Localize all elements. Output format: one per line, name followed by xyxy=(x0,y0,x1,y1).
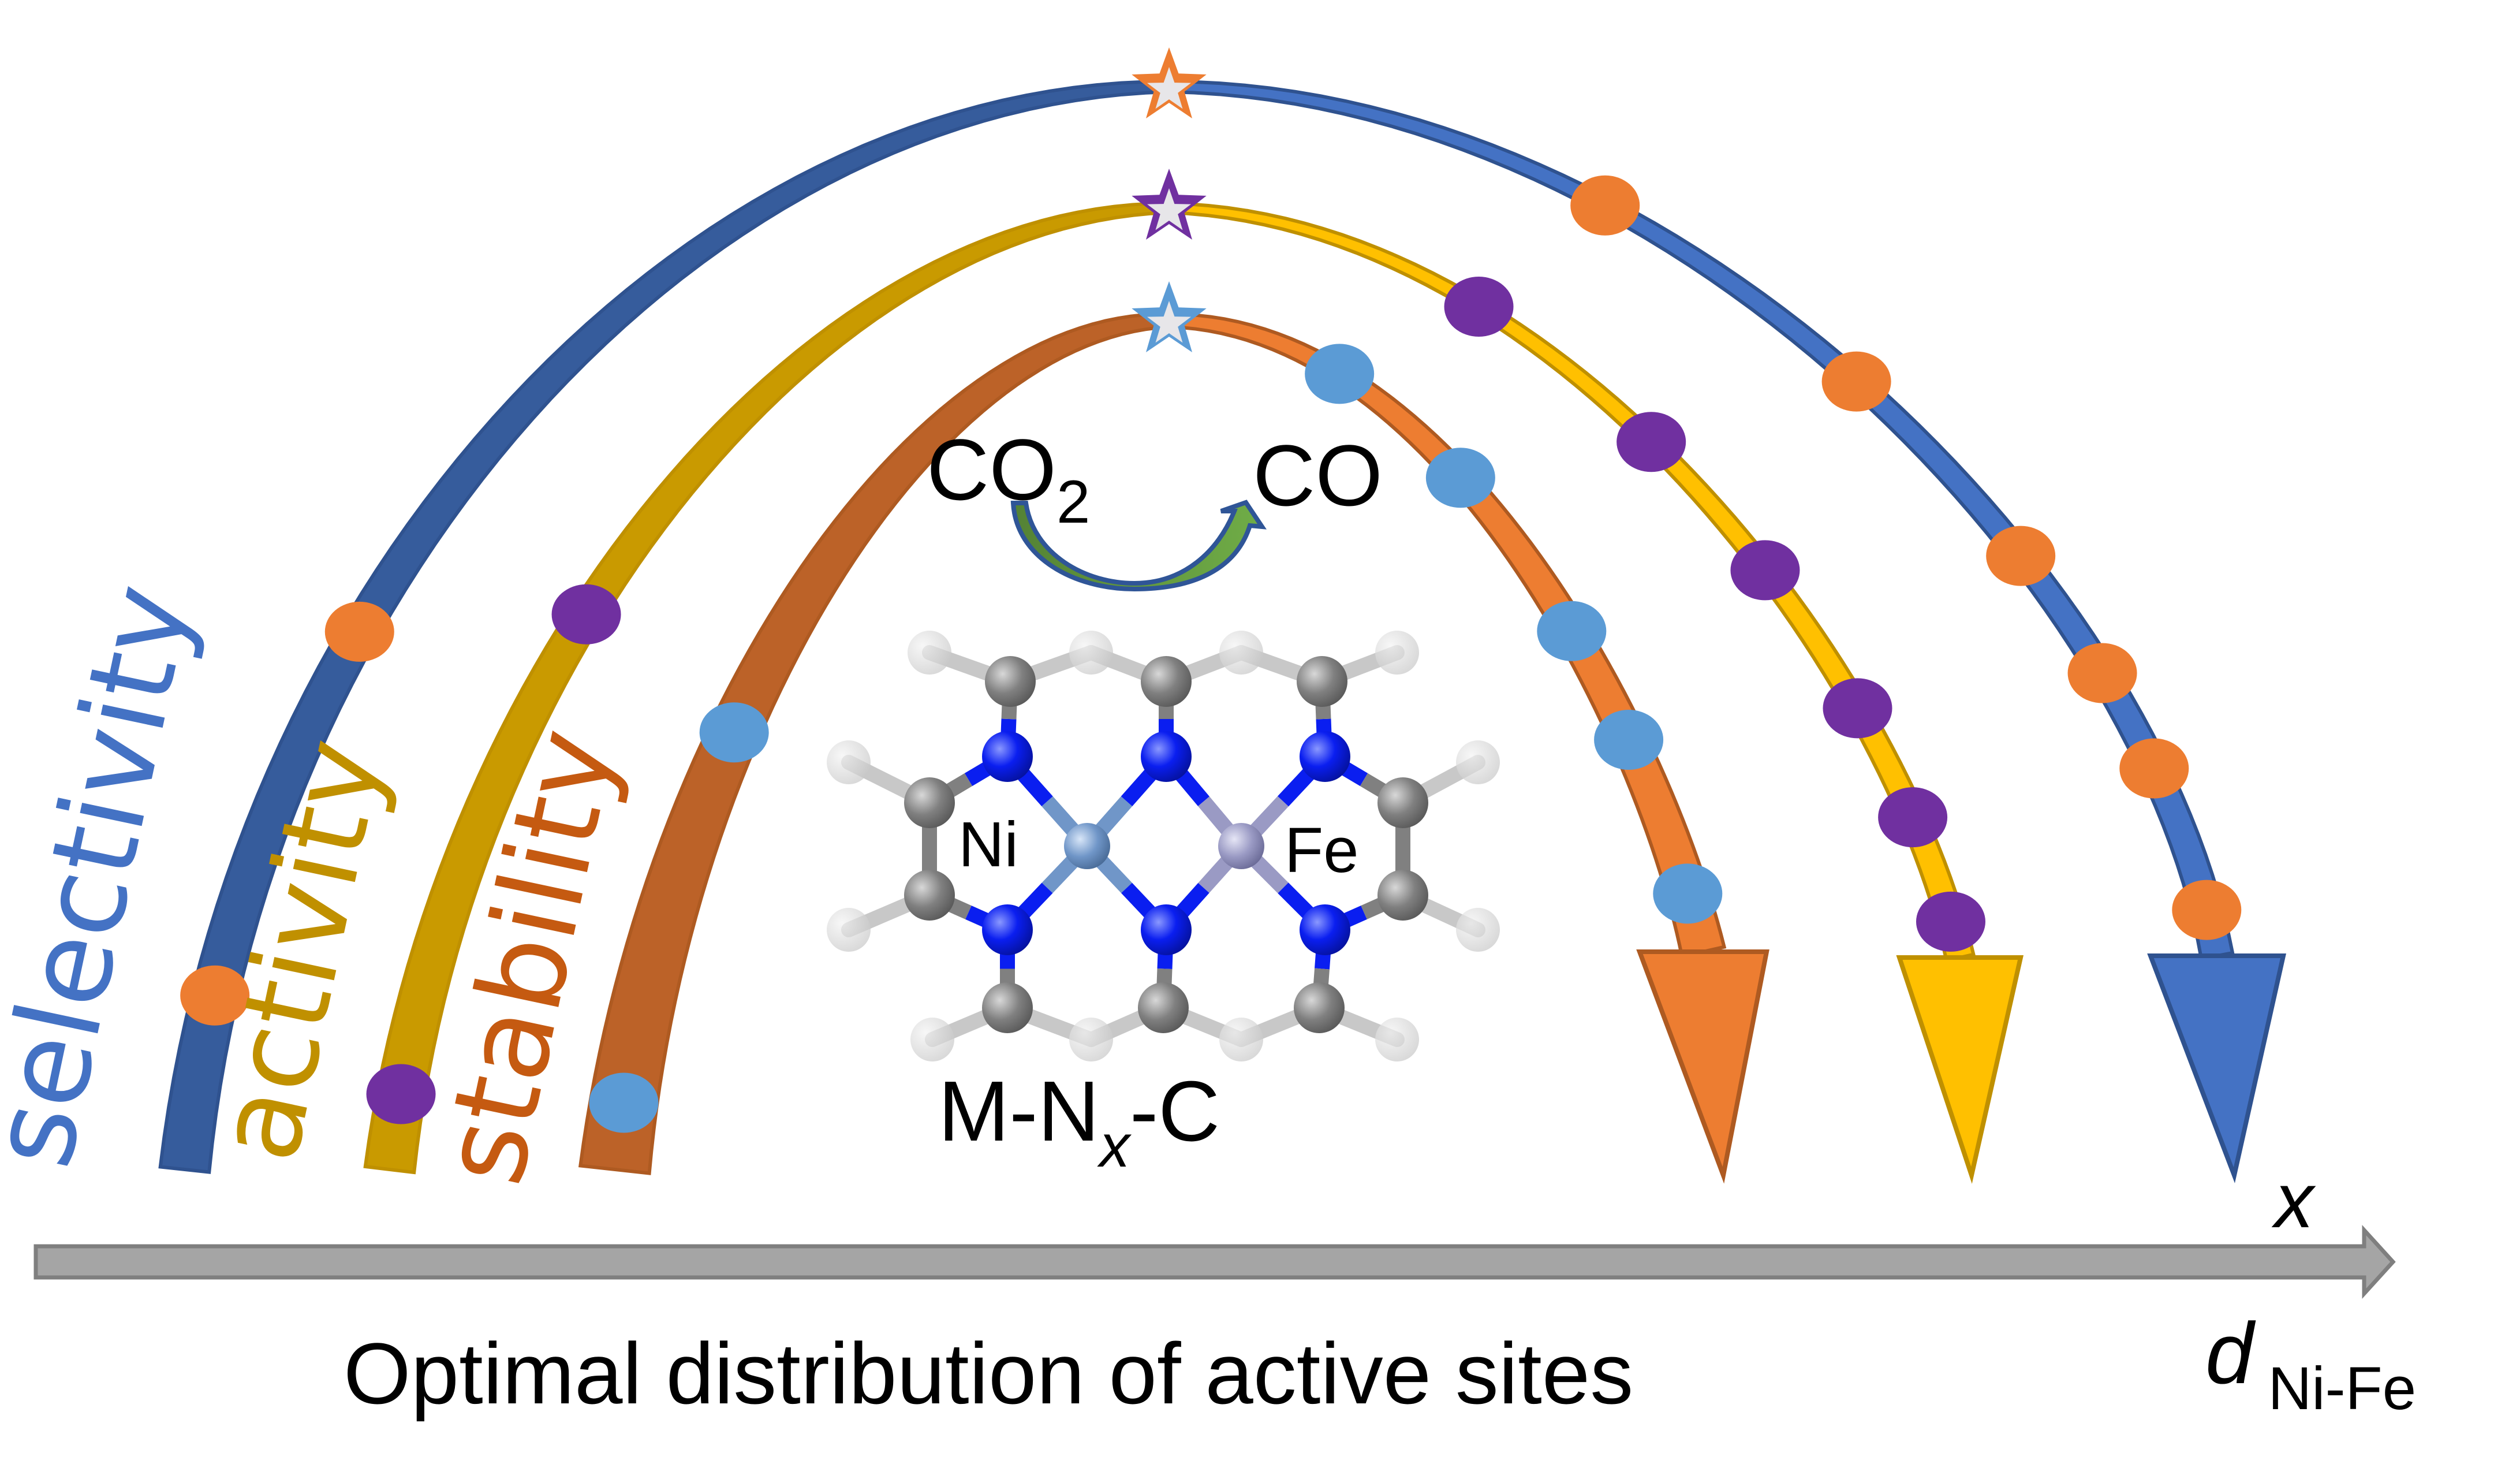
arrowhead-activity-icon xyxy=(1896,955,2024,1184)
dot-activity-right-1 xyxy=(1616,412,1686,472)
dot-stability-left-1 xyxy=(699,702,769,763)
formula-m-nx-c: M-Nx-C xyxy=(938,1064,1220,1180)
reaction-arrow-icon xyxy=(1010,500,1267,592)
atom-c-faded xyxy=(1375,1018,1419,1061)
reactant-co2: CO2 xyxy=(927,421,1090,536)
dot-selectivity-right-0 xyxy=(1570,175,1640,236)
atom-n xyxy=(1300,904,1350,955)
star-inner xyxy=(1147,67,1191,109)
arc-selectivity-right xyxy=(1167,79,2235,961)
metal-label-fe: Fe xyxy=(1285,815,1358,886)
arrowhead-selectivity-icon xyxy=(2147,953,2286,1183)
dot-activity-right-3 xyxy=(1823,678,1892,739)
star-inner xyxy=(1147,188,1191,230)
atom-c-faded xyxy=(1375,631,1419,675)
metal-label-ni: Ni xyxy=(958,809,1018,880)
dot-stability-right-4 xyxy=(1653,863,1723,924)
atom-c-faded xyxy=(1069,1018,1113,1061)
atom-c-faded xyxy=(827,740,871,784)
dot-activity-right-4 xyxy=(1878,787,1948,848)
axis-variable-x: x xyxy=(2271,1157,2316,1244)
atom-c xyxy=(1294,982,1345,1033)
dot-activity-left-1 xyxy=(551,584,621,645)
atom-c-faded xyxy=(1456,740,1500,784)
atom-c-faded xyxy=(1456,908,1500,952)
optimum-stars xyxy=(1132,47,1207,352)
atom-c-faded xyxy=(1069,631,1113,675)
dot-activity-left-0 xyxy=(366,1064,436,1124)
dot-selectivity-left-1 xyxy=(324,601,394,662)
axis-arrow-icon xyxy=(33,1224,2396,1299)
atom-c xyxy=(1297,656,1347,707)
atom-c xyxy=(985,656,1036,707)
dot-selectivity-left-0 xyxy=(180,965,250,1026)
atoms xyxy=(827,631,1500,1061)
bonds xyxy=(841,645,1485,1047)
atom-n xyxy=(1141,904,1192,955)
atom-c-faded xyxy=(1219,631,1263,675)
atom-c xyxy=(982,982,1033,1033)
dot-activity-right-2 xyxy=(1730,540,1800,601)
arc-activity-right xyxy=(1167,201,1976,963)
atom-c-faded xyxy=(1219,1018,1263,1061)
atom-c-faded xyxy=(910,1018,954,1061)
atom-c-faded xyxy=(827,908,871,952)
atom-n xyxy=(1141,731,1192,782)
axis-caption: Optimal distribution of active sites xyxy=(344,1325,1633,1422)
atom-n xyxy=(982,731,1033,782)
active-site-dots xyxy=(180,175,2242,1133)
dot-selectivity-right-3 xyxy=(2067,643,2137,703)
dot-stability-right-0 xyxy=(1305,344,1375,404)
atom-n xyxy=(1300,731,1350,782)
dot-stability-right-3 xyxy=(1594,709,1664,770)
atom-c xyxy=(904,870,955,921)
dot-activity-right-0 xyxy=(1444,276,1514,337)
atom-c xyxy=(1138,982,1189,1033)
star-inner xyxy=(1147,301,1191,343)
dot-selectivity-right-5 xyxy=(2172,880,2242,940)
product-co: CO xyxy=(1253,427,1383,524)
star-selectivity-icon xyxy=(1132,47,1207,118)
atom-c-faded xyxy=(908,631,951,675)
dot-activity-right-5 xyxy=(1916,891,1985,952)
dot-stability-right-1 xyxy=(1425,448,1495,508)
atom-c xyxy=(904,777,955,828)
dot-selectivity-right-4 xyxy=(2119,738,2189,799)
atom-c xyxy=(1141,656,1192,707)
dot-stability-left-0 xyxy=(589,1072,659,1133)
star-stability-icon xyxy=(1132,281,1207,352)
reaction-scheme: CO2 CO xyxy=(927,421,1383,592)
dot-selectivity-right-2 xyxy=(1986,526,2056,586)
atom-n xyxy=(982,904,1033,955)
atom-c xyxy=(1377,777,1428,828)
dot-stability-right-2 xyxy=(1537,601,1607,661)
atom-ni xyxy=(1064,823,1110,869)
arrowhead-stability-icon xyxy=(1636,949,1769,1184)
star-activity-icon xyxy=(1132,169,1207,240)
atom-fe xyxy=(1218,823,1264,869)
ni-fe-n-c-structure: Ni Fe xyxy=(827,631,1500,1061)
atom-c xyxy=(1377,870,1428,921)
dot-selectivity-right-1 xyxy=(1821,351,1891,412)
